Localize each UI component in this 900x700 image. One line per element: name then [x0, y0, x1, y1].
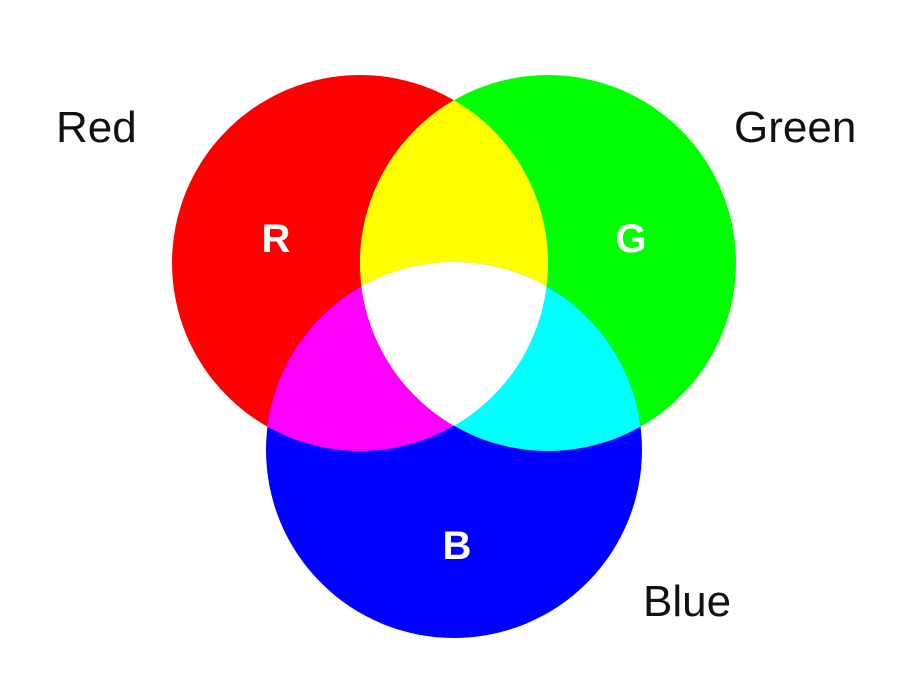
red-letter: R	[262, 217, 291, 261]
green-letter: G	[615, 217, 646, 261]
green-label: Green	[734, 103, 857, 152]
blue-letter: B	[443, 524, 472, 568]
blue-label: Blue	[643, 577, 732, 626]
red-label: Red	[56, 103, 137, 152]
